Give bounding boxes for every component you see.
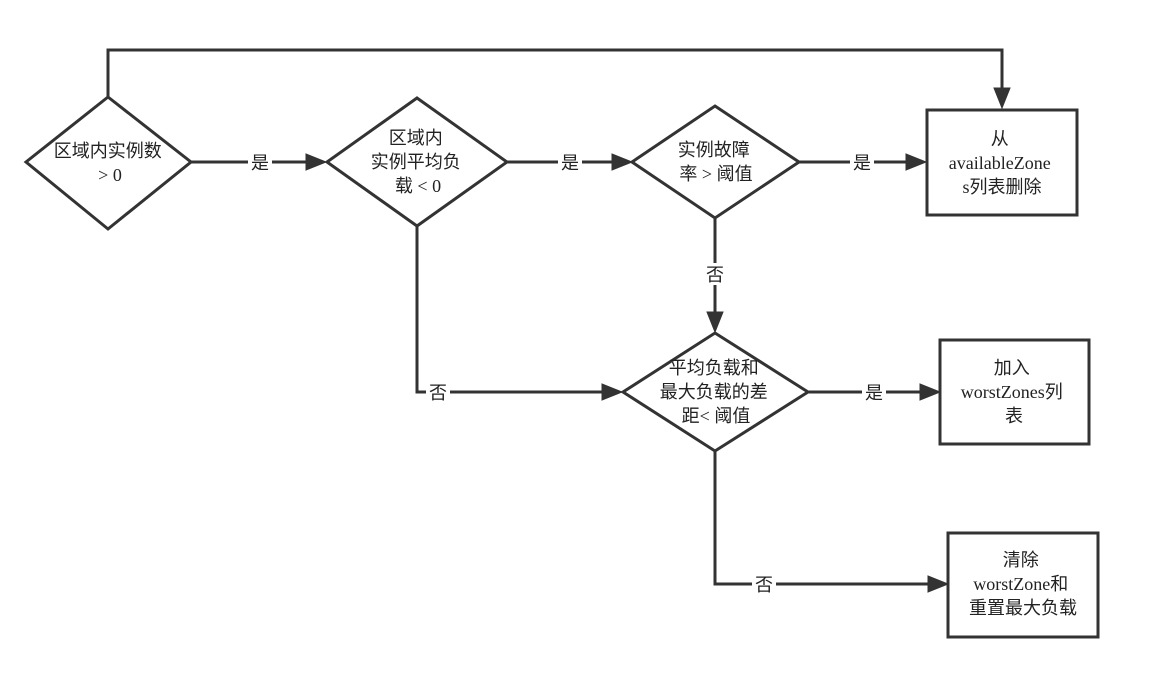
arrowhead-d1-to-r1 xyxy=(993,87,1011,110)
edge-d1-to-r1 xyxy=(106,48,1004,98)
edge-label-d1-d2: 是 xyxy=(251,153,269,173)
edge-d2-to-d4 xyxy=(415,226,612,394)
edge-label-d4-r3: 否 xyxy=(755,575,773,595)
node-d1-text: 区域内实例数 > 0 xyxy=(54,141,167,185)
node-r3-text: 清除 worstZone和 重置最大负载 xyxy=(969,550,1077,618)
edges xyxy=(106,48,1011,593)
edge-label-d4-r2: 是 xyxy=(865,383,883,403)
node-r2-text: 加入 worstZones列 表 xyxy=(961,358,1068,426)
arrowhead-d3-to-d4 xyxy=(706,311,724,334)
edge-label-d3-d4: 否 xyxy=(706,265,724,285)
edge-d4-to-r3 xyxy=(713,451,938,586)
process-node-r1: 从 availableZone s列表删除 xyxy=(925,108,1079,217)
arrowhead-d1-to-d2 xyxy=(305,153,328,171)
node-d4-text: 平均负载和 最大负载的差 距< 阈值 xyxy=(660,358,773,426)
node-d3-text: 实例故障 率 > 阈值 xyxy=(678,140,755,184)
arrowhead-d2-to-d4 xyxy=(601,383,624,401)
decision-node-d4: 平均负载和 最大负载的差 距< 阈值 xyxy=(620,331,811,453)
arrowhead-d3-to-r1 xyxy=(905,153,928,171)
edge-labels: 是 是 是 否 否 是 否 xyxy=(248,151,886,595)
edge-label-d2-d3: 是 xyxy=(561,153,579,173)
decision-node-d1: 区域内实例数 > 0 xyxy=(23,95,194,231)
process-node-r3: 清除 worstZone和 重置最大负载 xyxy=(946,531,1100,639)
decision-node-d2: 区域内 实例平均负 载 < 0 xyxy=(324,96,510,228)
decision-node-d3: 实例故障 率 > 阈值 xyxy=(629,104,802,220)
arrowhead-d2-to-d3 xyxy=(611,153,634,171)
edge-label-d2-d4: 否 xyxy=(429,383,447,403)
edge-label-d3-r1: 是 xyxy=(853,153,871,173)
node-d2-text: 区域内 实例平均负 载 < 0 xyxy=(371,128,466,196)
arrowhead-d4-to-r2 xyxy=(919,383,942,401)
arrowhead-d4-to-r3 xyxy=(927,575,950,593)
process-node-r2: 加入 worstZones列 表 xyxy=(938,338,1091,446)
node-r1-text: 从 availableZone s列表删除 xyxy=(949,129,1055,197)
